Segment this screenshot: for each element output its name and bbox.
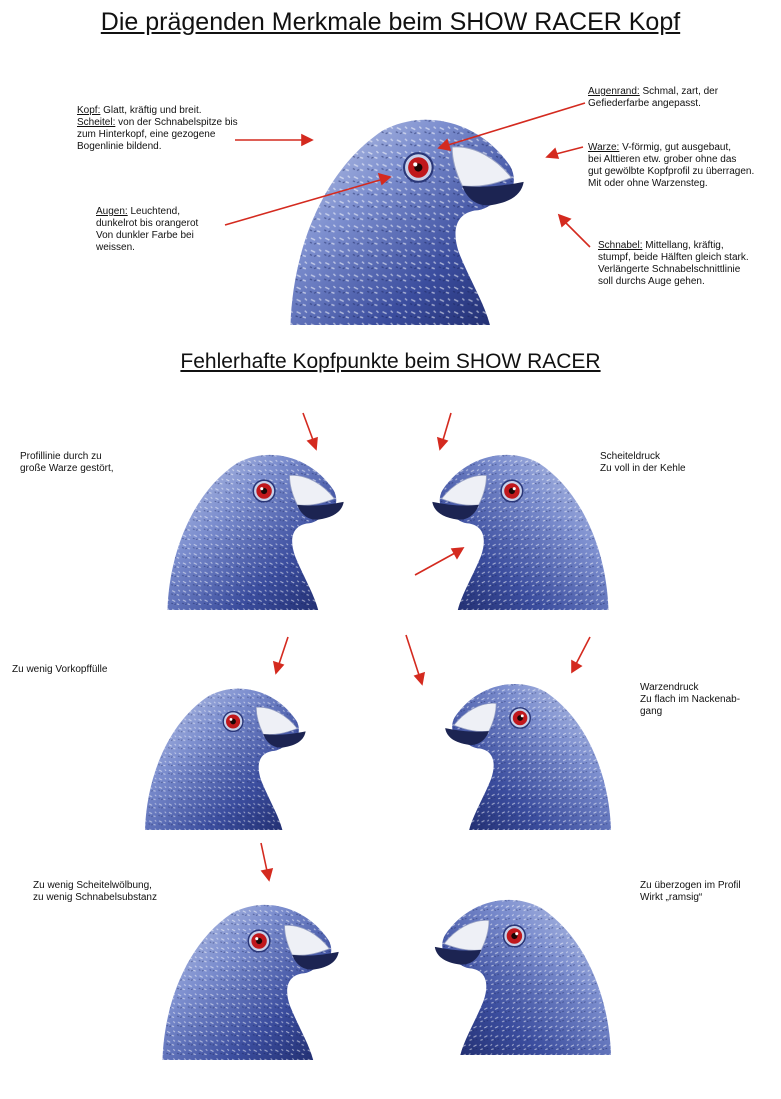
fault-label-1: Profillinie durch zu große Warze gestört…: [20, 451, 114, 475]
fault-6-line-2: Wirkt „ramsig“: [640, 892, 703, 903]
fault-head-1: [166, 453, 345, 610]
fault-head-3: [144, 687, 307, 830]
arrow-fault-5: [260, 842, 274, 882]
main-pigeon-head: [289, 118, 526, 325]
scheitel-text-3: Bogenlinie bildend.: [77, 141, 162, 152]
augenrand-text-2: Gefiederfarbe angepasst.: [588, 98, 701, 109]
arrow-kopf: [235, 133, 314, 147]
arrow-fault-2a: [436, 412, 452, 451]
arrow-warze: [545, 146, 584, 159]
warze-text-3: gut gewölbte Kopfprofil zu überragen.: [588, 166, 755, 177]
arrow-augenrand: [437, 102, 586, 152]
augen-text-4: weissen.: [96, 242, 135, 253]
arrow-fault-2b: [414, 547, 465, 576]
schnabel-text-2: stumpf, beide Hälften gleich stark.: [598, 252, 749, 263]
fault-5-line-2: zu wenig Schnabelsubstanz: [33, 892, 157, 903]
augenrand-text-1: Schmal, zart, der: [639, 86, 719, 97]
fault-3-line-1: Zu wenig Vorkopffülle: [12, 664, 108, 675]
kopf-text: Glatt, kräftig und breit.: [100, 105, 202, 116]
scheitel-text-1: von der Schnabelspitze bis: [115, 117, 238, 128]
kopf-term: Kopf:: [77, 105, 101, 116]
main-title: Die prägenden Merkmale beim SHOW RACER K…: [100, 8, 681, 36]
fault-1-line-1: Profillinie durch zu: [20, 451, 102, 462]
fault-2-line-1: Scheiteldruck: [600, 451, 661, 462]
arrow-fault-4b: [571, 636, 591, 674]
warze-text-4: Mit oder ohne Warzensteg.: [588, 178, 708, 189]
fault-label-4: Warzendruck Zu flach im Nackenab- gang: [640, 682, 740, 718]
label-kopf-scheitel: Kopf: Glatt, kräftig und breit. Scheitel…: [77, 105, 238, 153]
augen-term: Augen:: [96, 206, 128, 217]
fault-label-5: Zu wenig Scheitelwölbung, zu wenig Schna…: [33, 880, 157, 904]
fault-label-6: Zu überzogen im Profil Wirkt „ramsig“: [640, 880, 741, 904]
fault-4-line-1: Warzendruck: [640, 682, 699, 693]
warze-text-1: V-förmig, gut ausgebaut,: [619, 142, 732, 153]
arrow-fault-4a: [405, 634, 426, 686]
fault-4-line-3: gang: [640, 706, 663, 717]
scheitel-term: Scheitel:: [77, 117, 116, 128]
faults-title: Fehlerhafte Kopfpunkte beim SHOW RACER: [180, 350, 601, 373]
augenrand-term: Augenrand:: [588, 86, 640, 97]
fault-head-2: [431, 453, 610, 610]
label-augenrand: Augenrand: Schmal, zart, der Gefiederfar…: [588, 86, 718, 110]
fault-5-line-1: Zu wenig Scheitelwölbung,: [33, 880, 152, 891]
warze-text-2: bei Alttieren etw. grober ohne das: [588, 154, 737, 165]
fault-head-6: [433, 898, 613, 1055]
label-schnabel: Schnabel: Mittellang, kräftig, stumpf, b…: [598, 240, 749, 288]
arrow-fault-3: [272, 636, 289, 675]
schnabel-text-1: Mittellang, kräftig,: [642, 240, 724, 251]
fault-label-2: Scheiteldruck Zu voll in der Kehle: [600, 451, 686, 475]
label-warze: Warze: V-förmig, gut ausgebaut, bei Altt…: [588, 142, 754, 190]
fault-4-line-2: Zu flach im Nackenab-: [640, 694, 741, 705]
label-augen: Augen: Leuchtend, dunkelrot bis orangero…: [96, 206, 198, 254]
arrow-augen: [224, 172, 392, 226]
schnabel-term: Schnabel:: [598, 240, 643, 251]
fault-6-line-1: Zu überzogen im Profil: [640, 880, 741, 891]
fault-label-3: Zu wenig Vorkopffülle: [12, 664, 107, 676]
arrow-schnabel: [557, 213, 591, 248]
augen-text-1: Leuchtend,: [127, 206, 180, 217]
arrow-fault-1: [302, 412, 318, 451]
fault-head-5: [161, 903, 340, 1060]
fault-head-4: [444, 683, 612, 830]
schnabel-text-3: Verlängerte Schnabelschnittlinie: [598, 264, 741, 275]
augen-text-2: dunkelrot bis orangerot: [96, 218, 199, 229]
augen-text-3: Von dunkler Farbe bei: [96, 230, 194, 241]
warze-term: Warze:: [588, 142, 620, 153]
fault-2-line-2: Zu voll in der Kehle: [600, 463, 686, 474]
schnabel-text-4: soll durchs Auge gehen.: [598, 276, 705, 287]
fault-1-line-2: große Warze gestört,: [20, 463, 114, 474]
scheitel-text-2: zum Hinterkopf, eine gezogene: [77, 129, 216, 140]
